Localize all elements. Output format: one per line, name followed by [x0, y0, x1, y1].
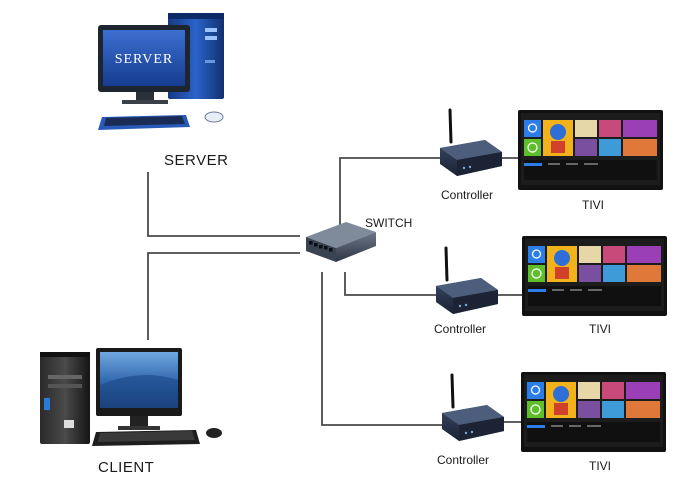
controller-1-label: Controller [441, 188, 494, 202]
network-switch [306, 222, 376, 262]
tv-3 [520, 371, 667, 453]
tv-2-label: TIVI [589, 322, 612, 336]
tv-1 [517, 109, 664, 191]
server-screen-text: SERVER [115, 52, 174, 67]
client-label: CLIENT [98, 459, 155, 476]
controller-2 [434, 246, 500, 316]
controller-1 [438, 108, 504, 178]
connection-lines [147, 157, 524, 426]
client-link [147, 252, 300, 340]
controller-3 [440, 373, 506, 443]
tv-3-label: TIVI [589, 459, 612, 473]
controller-3-label: Controller [437, 453, 490, 467]
tv-1-label: TIVI [582, 198, 605, 212]
switch-label: SWITCH [365, 216, 413, 230]
server-mouse [204, 111, 224, 123]
server-label: SERVER [164, 152, 229, 169]
controller-3-link [321, 272, 444, 426]
server-computer [98, 13, 224, 130]
controller-1-link [339, 157, 442, 228]
tv-2 [521, 235, 668, 317]
client-mouse [206, 428, 222, 438]
controller-2-label: Controller [434, 322, 487, 336]
controller-2-link [344, 272, 440, 296]
client-computer [40, 348, 222, 446]
server-link [147, 172, 300, 237]
